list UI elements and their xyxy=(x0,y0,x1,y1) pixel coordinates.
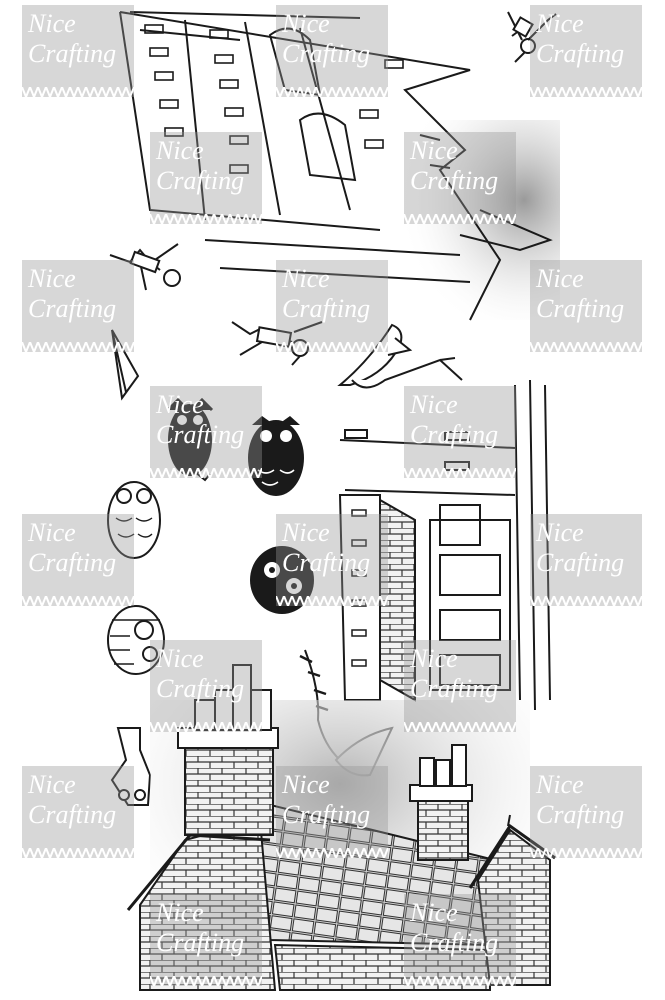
watermark: Nice Crafting xyxy=(404,894,516,986)
watermark-line1: Nice xyxy=(282,770,330,799)
watermark: Nice Crafting xyxy=(276,514,388,606)
watermark-line2: Crafting xyxy=(28,294,117,323)
watermark-line2: Crafting xyxy=(282,548,371,577)
dark-owl-icon xyxy=(250,546,314,614)
watermark: Nice Crafting xyxy=(530,514,642,606)
watermark-zigzag xyxy=(530,848,642,858)
falling-boy-icon xyxy=(507,11,557,63)
watermark: Nice Crafting xyxy=(150,640,262,732)
watermark-line1: Nice xyxy=(282,264,330,293)
small-house-icon xyxy=(468,814,556,986)
watermark: Nice Crafting xyxy=(22,766,134,858)
watermark-zigzag xyxy=(150,976,262,986)
watermark-zigzag xyxy=(530,342,642,352)
watermark: Nice Crafting xyxy=(530,766,642,858)
watermark-line2: Crafting xyxy=(156,674,245,703)
watermark: Nice Crafting xyxy=(22,260,134,352)
watermark-line2: Crafting xyxy=(156,420,245,449)
watermark-line2: Crafting xyxy=(282,39,371,68)
watermark-line2: Crafting xyxy=(28,39,117,68)
watermark-zigzag xyxy=(276,87,388,97)
watermark-zigzag xyxy=(404,468,516,478)
watermark-line1: Nice xyxy=(156,136,204,165)
watermark: Nice Crafting xyxy=(276,5,388,97)
striped-owl-icon xyxy=(107,605,165,675)
watermark-line1: Nice xyxy=(536,770,584,799)
watermark-line1: Nice xyxy=(156,390,204,419)
watermark-zigzag xyxy=(150,722,262,732)
watermark: Nice Crafting xyxy=(404,640,516,732)
watermark-line2: Crafting xyxy=(410,928,499,957)
watermark-zigzag xyxy=(404,976,516,986)
watermark-zigzag xyxy=(404,722,516,732)
flying-stork-icon xyxy=(337,323,463,389)
watermark-line1: Nice xyxy=(28,9,76,38)
watermark-zigzag xyxy=(404,214,516,224)
watermark-line1: Nice xyxy=(410,390,458,419)
watermark-zigzag xyxy=(150,214,262,224)
watermark-line1: Nice xyxy=(536,518,584,547)
watermark-zigzag xyxy=(530,596,642,606)
watermark-line2: Crafting xyxy=(536,39,625,68)
watermark-line2: Crafting xyxy=(536,800,625,829)
watermark-zigzag xyxy=(150,468,262,478)
watermark: Nice Crafting xyxy=(404,386,516,478)
watermark-line1: Nice xyxy=(156,644,204,673)
watermark-line1: Nice xyxy=(156,898,204,927)
watermark-zigzag xyxy=(276,848,388,858)
watermark-line2: Crafting xyxy=(156,928,245,957)
watermark-line2: Crafting xyxy=(410,420,499,449)
watermark-line2: Crafting xyxy=(410,166,499,195)
black-owl-icon xyxy=(248,416,304,496)
watermark-line1: Nice xyxy=(410,136,458,165)
watermark-zigzag xyxy=(530,87,642,97)
watermark-line1: Nice xyxy=(410,644,458,673)
watermark-line1: Nice xyxy=(282,9,330,38)
watermark-zigzag xyxy=(22,342,134,352)
paper-airplane-icon xyxy=(111,329,140,401)
watermark-line1: Nice xyxy=(28,518,76,547)
watermark-zigzag xyxy=(276,342,388,352)
watermark: Nice Crafting xyxy=(22,5,134,97)
watermark-line2: Crafting xyxy=(282,800,371,829)
watermark: Nice Crafting xyxy=(150,132,262,224)
watermark-line1: Nice xyxy=(410,898,458,927)
white-owl-icon xyxy=(107,481,161,559)
watermark: Nice Crafting xyxy=(404,132,516,224)
watermark-line2: Crafting xyxy=(28,800,117,829)
watermark-line1: Nice xyxy=(282,518,330,547)
watermark-zigzag xyxy=(22,596,134,606)
black-owl-icon xyxy=(166,397,214,482)
watermark-zigzag xyxy=(22,848,134,858)
watermark-line2: Crafting xyxy=(536,294,625,323)
watermark-line1: Nice xyxy=(536,9,584,38)
watermark: Nice Crafting xyxy=(22,514,134,606)
flying-boy-icon xyxy=(231,321,323,366)
watermark-line2: Crafting xyxy=(28,548,117,577)
watermark-zigzag xyxy=(22,87,134,97)
watermark-line2: Crafting xyxy=(156,166,245,195)
tilted-building-facade-icon xyxy=(119,11,560,321)
falling-boy-icon xyxy=(109,243,181,291)
watermark: Nice Crafting xyxy=(150,894,262,986)
watermark-line2: Crafting xyxy=(282,294,371,323)
watermark-zigzag xyxy=(276,596,388,606)
watermark-line1: Nice xyxy=(28,770,76,799)
watermark: Nice Crafting xyxy=(276,260,388,352)
watermark: Nice Crafting xyxy=(150,386,262,478)
watermark: Nice Crafting xyxy=(276,766,388,858)
watermark: Nice Crafting xyxy=(530,260,642,352)
upside-down-owl-icon xyxy=(110,727,152,806)
watermark-line2: Crafting xyxy=(410,674,499,703)
watermark-line1: Nice xyxy=(28,264,76,293)
watermark: Nice Crafting xyxy=(530,5,642,97)
watermark-line1: Nice xyxy=(536,264,584,293)
watermark-line2: Crafting xyxy=(536,548,625,577)
